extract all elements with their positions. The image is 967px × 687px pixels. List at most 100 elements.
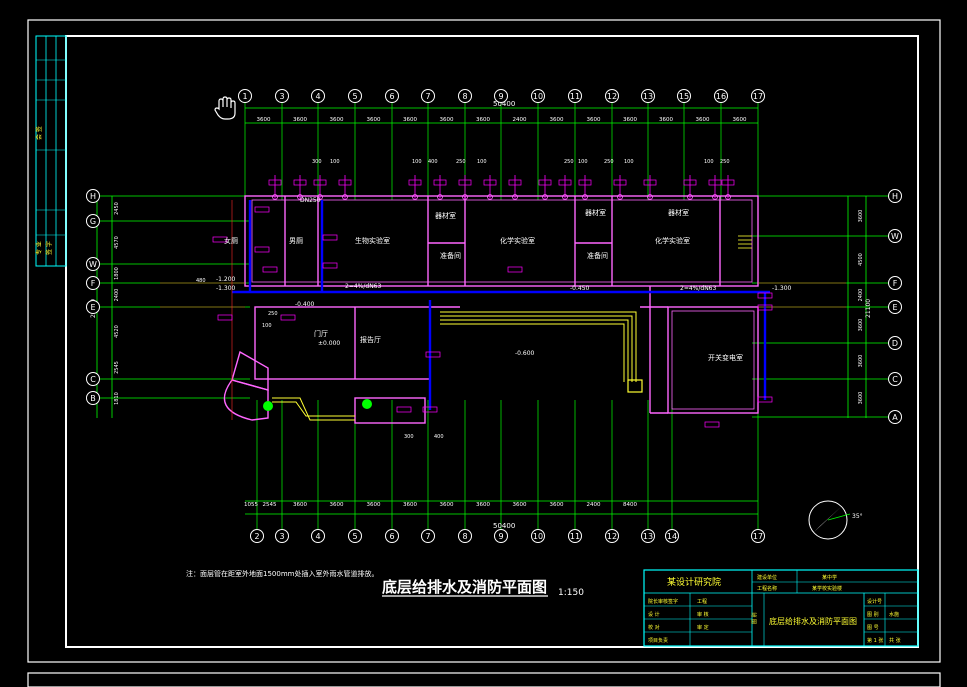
pipe-tag [483, 179, 497, 186]
axis-label: 12 [607, 92, 617, 101]
axis-bubble-right: W [888, 229, 902, 243]
floor-drain [647, 194, 653, 200]
axis-bubble-bottom: 4 [311, 529, 325, 543]
room-labels: 女厕 男厕 生物实验室 化学实验室 化学实验室 准备间 准备间 器材室 器材室 … [224, 208, 743, 362]
axis-bubble-bottom: 2 [250, 529, 264, 543]
floor-drain [412, 194, 418, 200]
room-label: 生物实验室 [355, 236, 390, 245]
floor-drain [342, 194, 348, 200]
axis-bubble-bottom: 11 [568, 529, 582, 543]
dim-top: 3600 [550, 117, 564, 123]
pipe-tag [217, 314, 233, 321]
axis-bubble-top: 8 [458, 89, 472, 103]
level-label: -0.450 [570, 285, 590, 292]
stair-top-right [738, 235, 752, 249]
small-dim: 100 [412, 159, 422, 165]
axis-bubble-left: G [86, 214, 100, 228]
floor-drain [462, 194, 468, 200]
tb-right-a: 第 1 张 [867, 637, 883, 644]
axis-label: 7 [425, 92, 430, 101]
engineering-value: 某学校实验楼 [812, 585, 842, 592]
pipe-tag [578, 179, 592, 186]
axis-bubble-left: H [86, 189, 100, 203]
dim-left: 2450 [114, 202, 120, 215]
inner-frame [65, 35, 919, 648]
strip-label-3: 签 字 [45, 241, 53, 255]
axis-bubble-top: 11 [568, 89, 582, 103]
dim-right: 3600 [858, 392, 864, 405]
pipe-tag [254, 246, 270, 253]
small-dim: 250 [564, 159, 574, 165]
floor-drain [725, 194, 731, 200]
axis-bubble-bottom: 9 [494, 529, 508, 543]
project-value: 某中学 [822, 574, 837, 581]
axis-label: 5 [352, 92, 357, 101]
pipe-tag [268, 179, 282, 186]
small-dim: 250 [456, 159, 466, 165]
pipe-tag [433, 179, 447, 186]
room-label: 门厅 [314, 329, 328, 338]
pipe-tag [422, 406, 438, 413]
dim-left: 1810 [114, 392, 120, 405]
axis-label: 11 [570, 532, 580, 541]
dim-bottom: 2545 [263, 502, 277, 508]
axis-bubble-bottom: 3 [275, 529, 289, 543]
pipe-tag [425, 351, 441, 358]
plumbing-fixtures [212, 175, 773, 428]
drawing-note: 注：面层管在距室外地面1500mm处插入室外雨水管道排放。 [186, 569, 378, 578]
hand-cursor-icon[interactable] [214, 96, 236, 120]
axis-label: 8 [462, 532, 467, 541]
axis-label: 9 [498, 532, 503, 541]
dim-top: 3600 [476, 117, 490, 123]
pipe-tag [408, 179, 422, 186]
floor-drain [687, 194, 693, 200]
tb-row-b: 工程 [697, 598, 707, 605]
dim-bottom: 2400 [587, 502, 601, 508]
next-sheet-frame [27, 672, 941, 687]
pipe-tag [558, 179, 572, 186]
axis-bubble-right: C [888, 372, 902, 386]
small-dim: 100 [330, 159, 340, 165]
dim-right: 3600 [858, 210, 864, 223]
axis-bubble-top: 3 [275, 89, 289, 103]
axis-bubble-right: A [888, 410, 902, 424]
axis-label: 8 [462, 92, 467, 101]
pipe-tag [262, 266, 278, 273]
strip-label-2: 专 业 [35, 241, 43, 255]
axis-label: 11 [570, 92, 580, 101]
dim-bottom: 1055 [244, 502, 258, 508]
pipe-tag [757, 292, 773, 299]
axis-label: 9 [498, 92, 503, 101]
engineering-label: 工程名称 [757, 585, 777, 592]
drawing-name: 底层给排水及消防平面图 [769, 616, 857, 626]
dim-bottom: 3600 [330, 502, 344, 508]
floor-drain [542, 194, 548, 200]
axis-bubble-top: 7 [421, 89, 435, 103]
pipe-tag [293, 179, 307, 186]
axis-label: 7 [425, 532, 430, 541]
dim-left: 4570 [114, 236, 120, 249]
small-dim: 100 [704, 159, 714, 165]
axis-label: 3 [279, 532, 284, 541]
dim-top: 3600 [257, 117, 271, 123]
axis-bubble-right: D [888, 336, 902, 350]
small-dim: 400 [428, 159, 438, 165]
axis-bubble-top: 10 [531, 89, 545, 103]
axis-bubble-top: 4 [311, 89, 325, 103]
axis-bubble-right: F [888, 276, 902, 290]
axis-bubble-bottom: 12 [605, 529, 619, 543]
axis-bubble-left: F [86, 276, 100, 290]
tree-icon [362, 399, 372, 409]
axis-label: 1 [242, 92, 247, 101]
level-label: -0.400 [295, 301, 315, 308]
room-label: 准备间 [440, 251, 461, 260]
pipe-tag [508, 179, 522, 186]
tb-row-a: 院长审核签字 [648, 598, 678, 605]
pipe-tag [322, 234, 338, 241]
small-dim: 250 [604, 159, 614, 165]
axis-label: 10 [533, 92, 543, 101]
axis-label: E [892, 303, 897, 312]
